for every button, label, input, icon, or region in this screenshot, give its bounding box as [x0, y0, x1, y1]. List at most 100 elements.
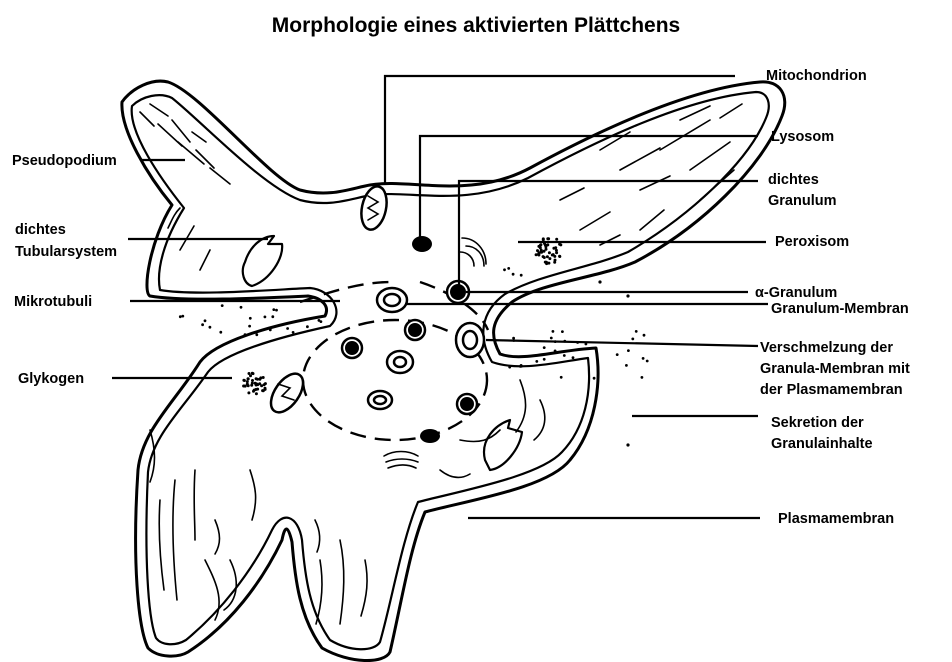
label-microtubules: Mikrotubuli [14, 294, 92, 310]
secretion-dot [598, 280, 601, 283]
secretion-dot [554, 350, 557, 353]
secretion-dot [269, 329, 272, 332]
glycogen-dot [253, 389, 256, 392]
secretion-dot [286, 327, 289, 330]
secretion-dot [560, 376, 563, 379]
secretion-dot [543, 346, 546, 349]
secretion-dot [219, 331, 222, 334]
secretion-dot [264, 316, 267, 319]
glycogen-dot [249, 374, 252, 377]
secretion-dot [631, 338, 634, 341]
label-pseudopodium: Pseudopodium [12, 153, 117, 169]
glycogen-dot [256, 388, 259, 391]
secretion-dot [635, 330, 638, 333]
secretion-dot [520, 274, 523, 277]
secretion-dot [221, 304, 224, 307]
secretion-dot [643, 334, 646, 337]
secretion-dot [550, 337, 553, 340]
fusing-granule-core [463, 331, 477, 349]
glycogen-dot [551, 254, 554, 257]
secretion-dot [512, 273, 515, 276]
secretion-dot [561, 330, 564, 333]
glycogen-dot [263, 383, 266, 386]
secretion-dot [616, 353, 619, 356]
secretion-dot [275, 309, 278, 312]
glycogen-dot [250, 384, 253, 387]
alpha-granule-core [374, 396, 386, 404]
secretion-dot [248, 325, 251, 328]
secretion-dot [209, 326, 212, 329]
label-dense-tubular-2: Tubularsystem [15, 244, 117, 260]
secretion-dot [625, 364, 628, 367]
secretion-dot [272, 308, 275, 311]
glycogen-dot [554, 259, 557, 262]
secretion-dot [318, 319, 321, 322]
secretion-dot [249, 317, 252, 320]
label-secretion-1: Sekretion der [771, 415, 864, 431]
secretion-dot [626, 294, 629, 297]
glycogen-dot [251, 379, 254, 382]
secretion-dot [593, 377, 596, 380]
label-secretion-2: Granulainhalte [771, 436, 873, 452]
glycogen-dot [546, 255, 549, 258]
label-granule-membrane: Granulum-Membran [771, 301, 909, 317]
inner-membrane-outline [132, 92, 769, 649]
secretion-dot [244, 333, 247, 336]
secretion-dot [641, 376, 644, 379]
label-dense-tubular-1: dichtes [15, 222, 66, 238]
secretion-dot [627, 349, 630, 352]
secretion-dot [201, 323, 204, 326]
glycogen-dot [242, 385, 245, 388]
alpha-granule-core [394, 357, 406, 367]
glycogen-dot [252, 372, 255, 375]
glycogen-dot [548, 257, 551, 260]
label-plasma-membrane: Plasmamembran [778, 511, 894, 527]
glycogen-dot [256, 383, 259, 386]
glycogen-dot [264, 387, 267, 390]
glycogen-dot [242, 379, 245, 382]
secretion-dot [626, 443, 629, 446]
glycogen-dot [535, 253, 538, 256]
secretion-dot [508, 366, 511, 369]
label-peroxisom: Peroxisom [775, 234, 849, 250]
glycogen-dot [262, 389, 265, 392]
glycogen-dot [545, 248, 548, 251]
secretion-dot [271, 315, 274, 318]
secretion-dot [572, 356, 575, 359]
secretion-dot [646, 360, 649, 363]
glycogen-dot [558, 255, 561, 258]
secretion-dot [535, 360, 538, 363]
glycogen-dot [247, 377, 250, 380]
secretion-dot [563, 354, 566, 357]
glycogen-dot [539, 246, 542, 249]
glycogen-dot [259, 376, 262, 379]
glycogen-dot [555, 238, 558, 241]
glycogen-dot [246, 380, 249, 383]
glycogen-dot [255, 377, 258, 380]
label-glycogen: Glykogen [18, 371, 84, 387]
label-fusion-1: Verschmelzung der [760, 340, 893, 356]
secretion-dot [520, 364, 523, 367]
label-lysosom: Lysosom [771, 129, 834, 145]
glycogen-dot [546, 237, 549, 240]
glycogen-dot [546, 243, 549, 246]
secretion-dot [306, 325, 309, 328]
secretion-dot [255, 333, 258, 336]
secretion-dot [507, 267, 510, 270]
label-fusion-3: der Plasmamembran [760, 382, 903, 398]
label-fusion-2: Granula-Membran mit [760, 361, 910, 377]
secretion-dot [179, 315, 182, 318]
secretion-dot [292, 331, 295, 334]
secretion-dot [503, 268, 506, 271]
lysosome [412, 236, 432, 252]
diagram-title: Morphologie eines aktivierten Plättchens [272, 14, 680, 37]
glycogen-dot [545, 262, 548, 265]
plasma-membrane-outline [122, 81, 785, 660]
glycogen-dot [555, 249, 558, 252]
secretion-dot [642, 357, 645, 360]
label-mitochondrion: Mitochondrion [766, 68, 867, 84]
glycogen-dot [538, 251, 541, 254]
glycogen-dot [247, 384, 250, 387]
glycogen-dot [558, 243, 561, 246]
glycogen-dot [548, 251, 551, 254]
